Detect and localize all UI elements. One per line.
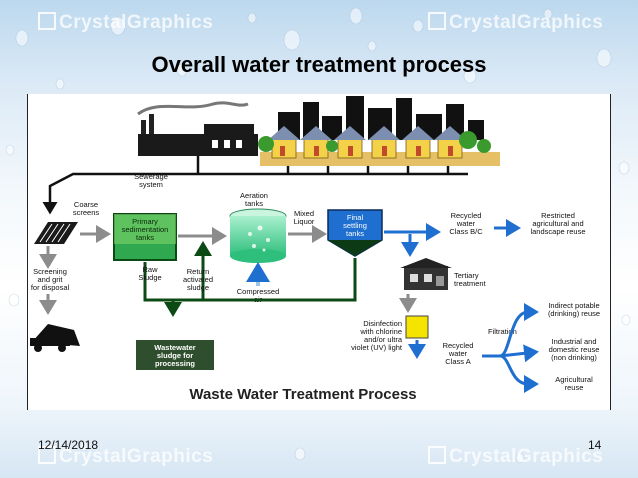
watermark-logo-icon (38, 446, 56, 464)
tertiary-plant-icon (400, 258, 452, 290)
watermark-bottom-right: CrystalGraphics (428, 446, 603, 468)
watermark-top-right: CrystalGraphics (428, 12, 603, 34)
houses-icon (258, 126, 500, 166)
reuse-branch-arrows (482, 303, 539, 393)
indirect-potable-label: Indirect potable(drinking) reuse (548, 301, 600, 318)
dump-truck-icon (30, 324, 80, 352)
filtration-label: Filtration (488, 327, 517, 336)
slide-page-number: 14 (588, 438, 602, 452)
coarse-screen-icon (34, 222, 78, 244)
watermark-logo-icon (38, 12, 56, 30)
factory-icon (137, 101, 258, 156)
sewer-line (42, 156, 468, 215)
watermark-logo-icon (428, 12, 446, 30)
slide-date: 12/14/2018 (38, 438, 99, 452)
slide-title: Overall water treatment process (151, 52, 487, 77)
sludge-lines (143, 241, 357, 317)
sludge-processing-box (136, 340, 214, 370)
primary-tank-icon (113, 213, 177, 261)
watermark-logo-icon (428, 446, 446, 464)
final-settling-tank-icon (327, 209, 383, 257)
disinfection-box (405, 315, 429, 339)
watermark-top-left: CrystalGraphics (38, 12, 213, 34)
watermark-bottom-left: CrystalGraphics (38, 446, 213, 468)
aeration-tank-icon (229, 208, 287, 263)
diagram-caption: Waste Water Treatment Process (189, 386, 416, 403)
